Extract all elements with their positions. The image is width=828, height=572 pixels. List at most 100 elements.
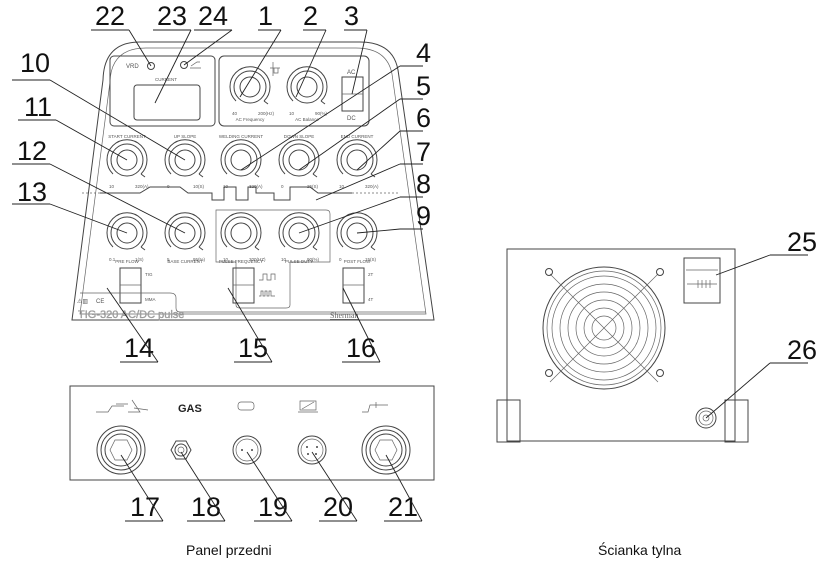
- pulse-wave-wide-icon: [259, 273, 276, 281]
- current-display: [133, 84, 201, 121]
- callout-8: 8: [298, 169, 431, 234]
- pulse-mode-switch[interactable]: [232, 267, 276, 304]
- model-name: TIG-320 AC/DC pulse: [78, 309, 184, 321]
- callout-26: 26: [705, 335, 817, 419]
- callout-16: 16: [342, 287, 381, 363]
- knob-label: END CURRENT: [341, 134, 374, 139]
- end-current-knob[interactable]: 10 320(A) END CURRENT: [336, 134, 379, 189]
- switch-ac-label: AC: [347, 70, 356, 76]
- callout-5: 5: [298, 71, 431, 171]
- switch-top-label: 2T: [368, 272, 374, 277]
- callout-21: 21: [384, 454, 423, 522]
- callout-number: 20: [323, 492, 353, 522]
- callout-15: 15: [227, 287, 273, 363]
- tig-mma-switch[interactable]: TIG MMA: [119, 267, 156, 304]
- welding-cycle-waveform: [100, 186, 352, 201]
- callout-number: 22: [95, 1, 125, 31]
- down-slope-knob[interactable]: 0 25(S) DOWN SLOPE: [278, 134, 320, 189]
- vrd-indicator-icon: [147, 62, 155, 70]
- callout-23: 23: [153, 1, 192, 104]
- callout-6: 6: [356, 103, 431, 171]
- cooling-fan: [542, 266, 666, 390]
- callout-2: 2: [295, 1, 327, 98]
- callout-number: 8: [416, 169, 431, 199]
- callout-4: 4: [240, 38, 431, 171]
- caption-rear-panel: Ścianka tylna: [598, 542, 682, 558]
- knob-label: AC Balance: [295, 117, 319, 122]
- callout-number: 19: [258, 492, 288, 522]
- callout-number: 24: [198, 1, 228, 31]
- callout-number: 25: [787, 227, 817, 257]
- callout-22: 22: [91, 1, 152, 67]
- knob-max-label: 25(S): [307, 184, 319, 189]
- knob-min-label: 10: [109, 184, 115, 189]
- knob-min-label: 10: [339, 184, 345, 189]
- callout-14: 14: [106, 287, 159, 363]
- callout-number: 11: [24, 92, 52, 122]
- overheat-indicator-icon: [180, 61, 188, 69]
- knob-max-label: 320(A): [365, 184, 379, 189]
- knob-min-label: 10: [223, 257, 229, 262]
- knob-label: BASE CURRENT: [167, 259, 203, 264]
- callout-number: 23: [157, 1, 187, 31]
- knob-max-label: 15(S): [365, 257, 377, 262]
- knob-max-label: 1(S): [135, 257, 144, 262]
- pulse-frequency-knob[interactable]: 10 200(HZ)PULSE FREQUENCY: [219, 212, 266, 264]
- caption-front-panel: Panel przedni: [186, 542, 272, 558]
- knob-label: POST FLOW: [344, 259, 371, 264]
- knob-max-label: 90(%): [307, 257, 320, 262]
- knob-label: PULSE FREQUENCY: [219, 259, 263, 264]
- knob-max-label: 200(HZ): [249, 257, 266, 262]
- gas-label: GAS: [178, 403, 202, 415]
- knob-min-label: 0: [281, 184, 284, 189]
- callout-3: 3: [344, 1, 368, 95]
- callout-number: 7: [416, 137, 431, 167]
- knob-min-label: 10: [281, 257, 287, 262]
- callout-7: 7: [315, 137, 431, 201]
- callout-number: 14: [124, 333, 154, 363]
- ce-mark: CE: [96, 299, 104, 305]
- knob-min-label: 0.1: [109, 257, 116, 262]
- knob-label: START CURRENT: [108, 134, 146, 139]
- callout-number: 13: [17, 177, 47, 207]
- electrode-holder-icon: [128, 399, 149, 413]
- display-panel: [109, 55, 216, 127]
- control-icon: [298, 400, 318, 413]
- callout-number: 5: [416, 71, 431, 101]
- power-switch[interactable]: [683, 257, 721, 304]
- pulse-duty-knob[interactable]: 10 90(%)PULSE DUTY: [278, 212, 320, 264]
- callout-25: 25: [715, 227, 817, 276]
- knob-label: AC Frequency: [236, 117, 266, 122]
- remote-icon: [237, 401, 255, 411]
- knob-label: DOWN SLOPE: [284, 134, 315, 139]
- switch-bottom-label: MMA: [145, 297, 156, 302]
- callout-17: 17: [120, 454, 164, 522]
- callout-12: 12: [12, 136, 186, 234]
- knob-max-label: 200(Hz): [258, 111, 275, 116]
- callout-9: 9: [356, 201, 431, 234]
- callout-number: 1: [258, 1, 273, 31]
- ac-panel: [218, 55, 370, 127]
- knob-max-label: 90(%): [315, 111, 328, 116]
- callout-13: 13: [12, 177, 128, 234]
- knob-label: PULSE DUTY: [285, 259, 313, 264]
- switch-top-label: TIG: [145, 272, 153, 277]
- callout-number: 2: [303, 1, 318, 31]
- overheat-icon: [190, 61, 201, 69]
- pulse-group-frame: [215, 209, 331, 309]
- ac-balance-waveform-icon: [270, 62, 280, 76]
- brand-logo: Sherman: [330, 311, 358, 320]
- control-socket: [297, 435, 327, 465]
